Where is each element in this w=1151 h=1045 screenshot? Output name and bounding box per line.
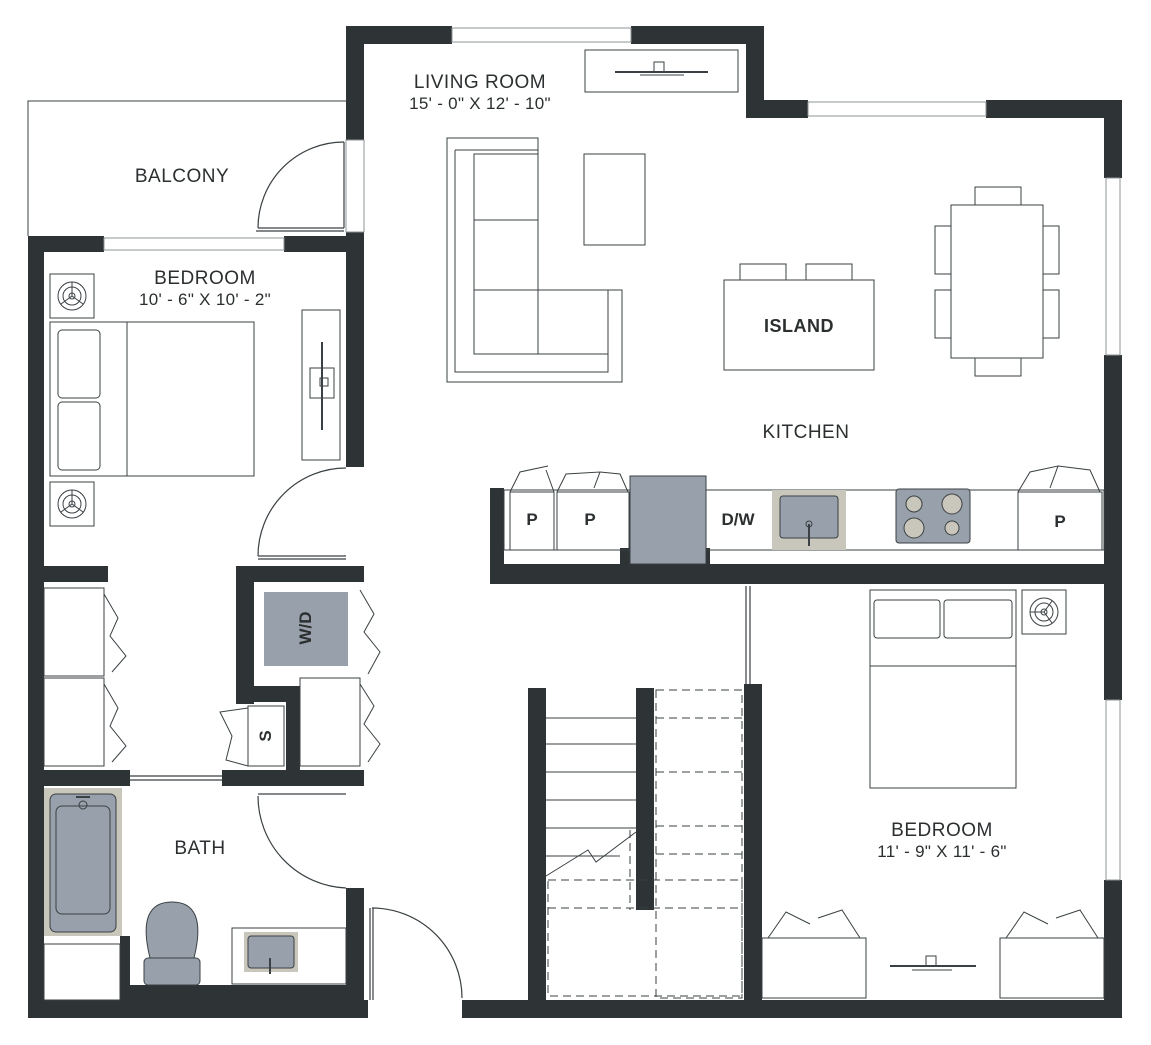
cooktop-icon [895,488,971,544]
windows [103,27,1121,881]
refrigerator [629,475,707,565]
doors [130,141,751,1000]
island-stools [739,263,853,281]
wall-mounted-hvac-icon [49,273,95,319]
bed-2 [869,589,1017,789]
island [723,279,875,371]
tv-icon [584,49,739,93]
washer-dryer [264,592,348,666]
walls [28,26,1122,1018]
living-room-label: LIVING ROOM 15' - 0" X 12' - 10" [390,72,570,114]
wall-mounted-hvac-icon [49,481,95,527]
bath-vanity-icon [231,927,347,985]
dresser-tv-icon [301,309,341,461]
coffee-table [583,153,646,246]
bedroom-1-label: BEDROOM 10' - 6" X 10' - 2" [110,268,300,310]
pantry-label: P [526,510,538,529]
stair-below-dashed [547,689,743,999]
toilet-icon [143,901,201,986]
wall-mounted-hvac-icon [1021,589,1067,635]
pantry-label: P [584,510,596,529]
room-dimensions: 11' - 9" X 11' - 6" [877,842,1007,861]
dishwasher-label: D/W [721,510,755,529]
bed-1 [49,321,255,477]
dining-table [934,186,1060,377]
bath-label: BATH [174,838,226,859]
sectional-sofa [446,137,623,383]
sink-icon [772,490,846,550]
stair-icon [545,717,637,877]
washer-dryer-label: W/D [296,611,315,645]
pantry-label: P [1054,512,1066,531]
room-dimensions: 15' - 0" X 12' - 10" [409,94,551,113]
island-label: ISLAND [764,316,834,336]
bathtub-icon [44,788,122,936]
room-name: LIVING ROOM [413,72,547,93]
bedroom-2-wardrobes [761,909,1105,999]
storage-label: S [256,730,275,742]
room-dimensions: 10' - 6" X 10' - 2" [139,290,271,309]
closets [43,587,381,767]
balcony-label: BALCONY [134,166,230,187]
tv-icon [890,955,976,971]
bedroom-2-label: BEDROOM 11' - 9" X 11' - 6" [846,820,1038,862]
linen-nook [43,943,121,1001]
kitchen-label: KITCHEN [762,422,850,443]
room-name: BEDROOM [891,820,993,841]
room-name: BEDROOM [154,268,256,289]
